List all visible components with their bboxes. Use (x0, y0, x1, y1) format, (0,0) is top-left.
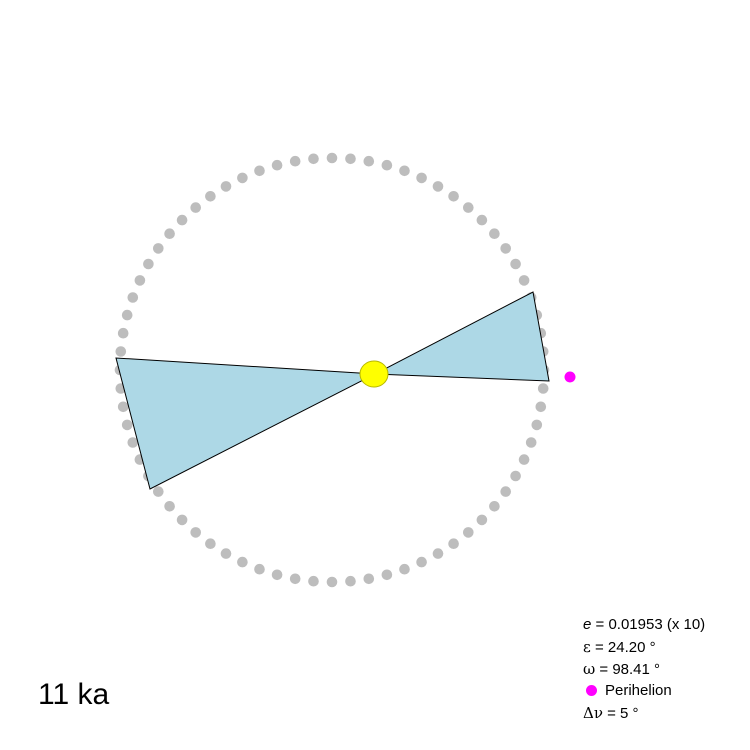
orbit-dot (448, 538, 459, 549)
perihelion-marker (564, 371, 576, 383)
orbit-dot (535, 401, 547, 413)
orbit-dot (308, 575, 319, 587)
orbit-dot (363, 155, 375, 167)
legend: e = 0.01953 (x 10) ε = 24.20 ° ω = 98.41… (583, 614, 705, 724)
orbit-dot (463, 527, 474, 538)
orbit-dot (127, 292, 139, 303)
orbit-dot (345, 153, 356, 165)
orbit-dot (164, 501, 175, 512)
orbit-dot (134, 275, 146, 286)
orbit-dot (117, 401, 129, 413)
age-label: 11 ka (38, 678, 110, 711)
orbit-dot (326, 576, 338, 588)
orbit-dot (153, 486, 164, 497)
orbit-dot (121, 309, 133, 321)
legend-step: Δν = 5 ° (583, 702, 705, 724)
legend-obliquity: ε = 24.20 ° (583, 636, 705, 658)
orbit-dot (205, 191, 216, 202)
orbit-dot (176, 514, 188, 526)
sun (359, 360, 389, 388)
orbit-dot (399, 165, 410, 177)
delta-nu-symbol: Δν (583, 704, 603, 722)
eccentricity-value: = 0.01953 (x 10) (595, 616, 706, 633)
orbit-dot (537, 383, 549, 394)
orbit-dot (510, 258, 521, 270)
step-value: = 5 ° (607, 705, 639, 722)
orbit-dot (381, 569, 393, 581)
orbit-dot (381, 159, 393, 171)
orbit-dot (531, 419, 543, 431)
perihelion-longitude-value: = 98.41 ° (599, 661, 661, 678)
legend-perihelion-longitude: ω = 98.41 ° (583, 658, 705, 680)
orbit-dot (289, 155, 301, 167)
orbit-dot (525, 437, 537, 448)
orbit-dot (127, 437, 139, 448)
orbit-dot (220, 548, 232, 559)
wedge-right (373, 291, 550, 382)
orbit-dot (289, 573, 301, 585)
perihelion-key-dot (586, 685, 597, 696)
orbit-dot (271, 569, 283, 581)
orbit-dot (121, 419, 133, 431)
orbit-dot (363, 573, 375, 585)
orbit-dot (153, 243, 164, 254)
orbit-dot (476, 514, 488, 526)
obliquity-symbol: ε (583, 638, 591, 656)
orbit-dot (416, 556, 427, 568)
orbit-dot (416, 172, 427, 184)
legend-eccentricity: e = 0.01953 (x 10) (583, 614, 705, 636)
orbit-dot (489, 501, 500, 512)
orbit-dot (476, 214, 488, 226)
omega-symbol: ω (583, 660, 596, 678)
orbit-dot (115, 346, 127, 357)
orbit-dot (448, 191, 459, 202)
orbit-dot (399, 563, 410, 575)
perihelion-key-label: Perihelion (605, 682, 672, 699)
orbit-dot (345, 575, 356, 587)
orbit-dot (308, 153, 319, 165)
orbit-dot (432, 548, 444, 559)
orbit-dot (271, 159, 283, 171)
wedge-left (115, 357, 377, 490)
obliquity-value: = 24.20 ° (594, 639, 656, 656)
orbit-dot (254, 563, 265, 575)
orbit-dot (190, 527, 201, 538)
orbit-dot (432, 181, 444, 192)
orbit-dot (205, 538, 216, 549)
orbit-dot (237, 172, 248, 184)
orbit-dot (220, 181, 232, 192)
orbit-dot (190, 202, 201, 213)
legend-perihelion-key: Perihelion (583, 680, 705, 702)
orbit-dot (518, 275, 530, 286)
orbit-dot (237, 556, 248, 568)
orbit-dot (500, 486, 512, 497)
orbit-dot (176, 214, 188, 226)
eccentricity-symbol: e (583, 616, 592, 633)
orbit-dot (510, 470, 521, 482)
orbit-dot (489, 228, 500, 239)
orbit-dot (518, 454, 530, 465)
orbit-dot (463, 202, 474, 213)
orbit-dot (326, 152, 338, 164)
orbit-dot (143, 258, 154, 270)
orbit-dot (164, 228, 175, 239)
orbit-dot (254, 165, 265, 177)
orbit-dot (117, 327, 129, 339)
orbit-dot (500, 243, 512, 254)
